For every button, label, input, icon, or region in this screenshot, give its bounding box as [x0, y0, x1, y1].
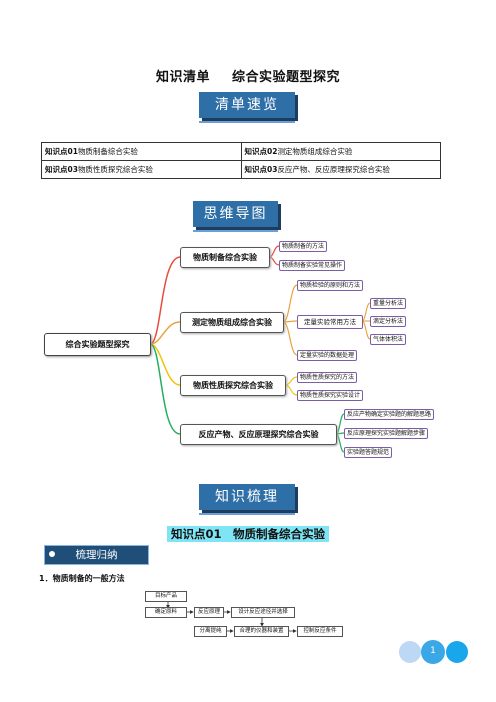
knowledge-banner-label: 知识梳理: [215, 489, 279, 505]
connector-leaf: [282, 284, 298, 323]
overview-table: 知识点01物质制备综合实验 知识点02测定物质组成综合实验 知识点03物质性质探…: [41, 142, 441, 179]
document-title: 知识清单 综合实验题型探究: [0, 66, 496, 85]
mindmap-banner-label: 思维导图: [203, 206, 268, 222]
knowledge-point-heading: 知识点01 物质制备综合实验: [0, 523, 496, 542]
subsection-heading: 1．物质制备的一般方法: [39, 574, 125, 583]
mindmap-branch: 反应产物、反应原理探究综合实验: [180, 424, 337, 445]
page-number-circle: 1: [421, 640, 445, 664]
mindmap-banner: 思维导图: [193, 201, 278, 232]
title-part-1: 知识清单: [155, 70, 210, 85]
flow-box: 合理的仪器和装置: [234, 626, 289, 637]
connector-leaf: [282, 321, 298, 356]
connector-branch-4: [149, 343, 181, 435]
table-cell: 知识点03反应产物、反应原理探究综合实验: [240, 160, 441, 179]
mindmap-leaf: 物质制备实验常见操作: [279, 260, 346, 271]
mindmap-subleaf: 滴定分析法: [370, 316, 407, 327]
table-row: 知识点01物质制备综合实验 知识点02测定物质组成综合实验: [41, 142, 441, 161]
mindmap-leaf: 反应原理探究实验题解题步骤: [344, 428, 429, 439]
mindmap-leaf: 定量实验常用方法: [297, 315, 363, 329]
flow-box-target: 目标产品: [145, 591, 187, 602]
table-cell: 知识点03物质性质探究综合实验: [41, 160, 242, 179]
mindmap-leaf: 物质性质探究实验设计: [297, 390, 364, 401]
flow-box: 反应原理: [194, 607, 224, 618]
mindmap-branch: 物质性质探究综合实验: [180, 375, 286, 396]
connector-leaf: [284, 384, 298, 396]
connector-leaf: [268, 256, 280, 266]
title-part-2: 综合实验题型探究: [232, 70, 341, 85]
flow-box: 分离提纯: [194, 626, 227, 637]
flow-box: 设计反应途径并选择: [231, 607, 295, 618]
overview-banner-label: 清单速览: [215, 97, 279, 113]
decor-circle: [446, 641, 468, 663]
mindmap-leaf: 实验题答题规范: [344, 447, 393, 458]
mindmap-branch: 测定物质组成综合实验: [180, 312, 284, 333]
knowledge-banner: 知识梳理: [199, 484, 295, 515]
connector-branch-1: [149, 256, 181, 345]
flow-box: 控制反应条件: [297, 626, 343, 637]
mindmap-subleaf: 重量分析法: [370, 298, 407, 309]
mindmap-branch: 物质制备综合实验: [180, 247, 270, 268]
mindmap-leaf: 物质性质探究的方法: [297, 372, 358, 383]
page-number: 1: [430, 646, 436, 656]
flow-box: 确定原料: [145, 607, 187, 618]
table-row: 知识点03物质性质探究综合实验 知识点03反应产物、反应原理探究综合实验: [41, 160, 441, 179]
mindmap-subleaf: 气体体积法: [370, 334, 407, 345]
overview-banner: 清单速览: [199, 92, 295, 123]
mindmap-leaf: 物质检验的原则和方法: [297, 280, 364, 291]
connector-branch-2: [149, 321, 181, 345]
section-tag: 梳理归纳: [44, 545, 149, 565]
bullet-icon: [49, 551, 55, 557]
mindmap-root: 综合实验题型探究: [44, 333, 151, 356]
mindmap-leaf: 定量实验的数据处理: [297, 350, 358, 361]
decor-circle: [399, 641, 421, 663]
mindmap-leaf: 物质制备的方法: [279, 241, 328, 252]
mindmap-leaf: 反应产物确定实验题的解题思路: [344, 409, 435, 420]
